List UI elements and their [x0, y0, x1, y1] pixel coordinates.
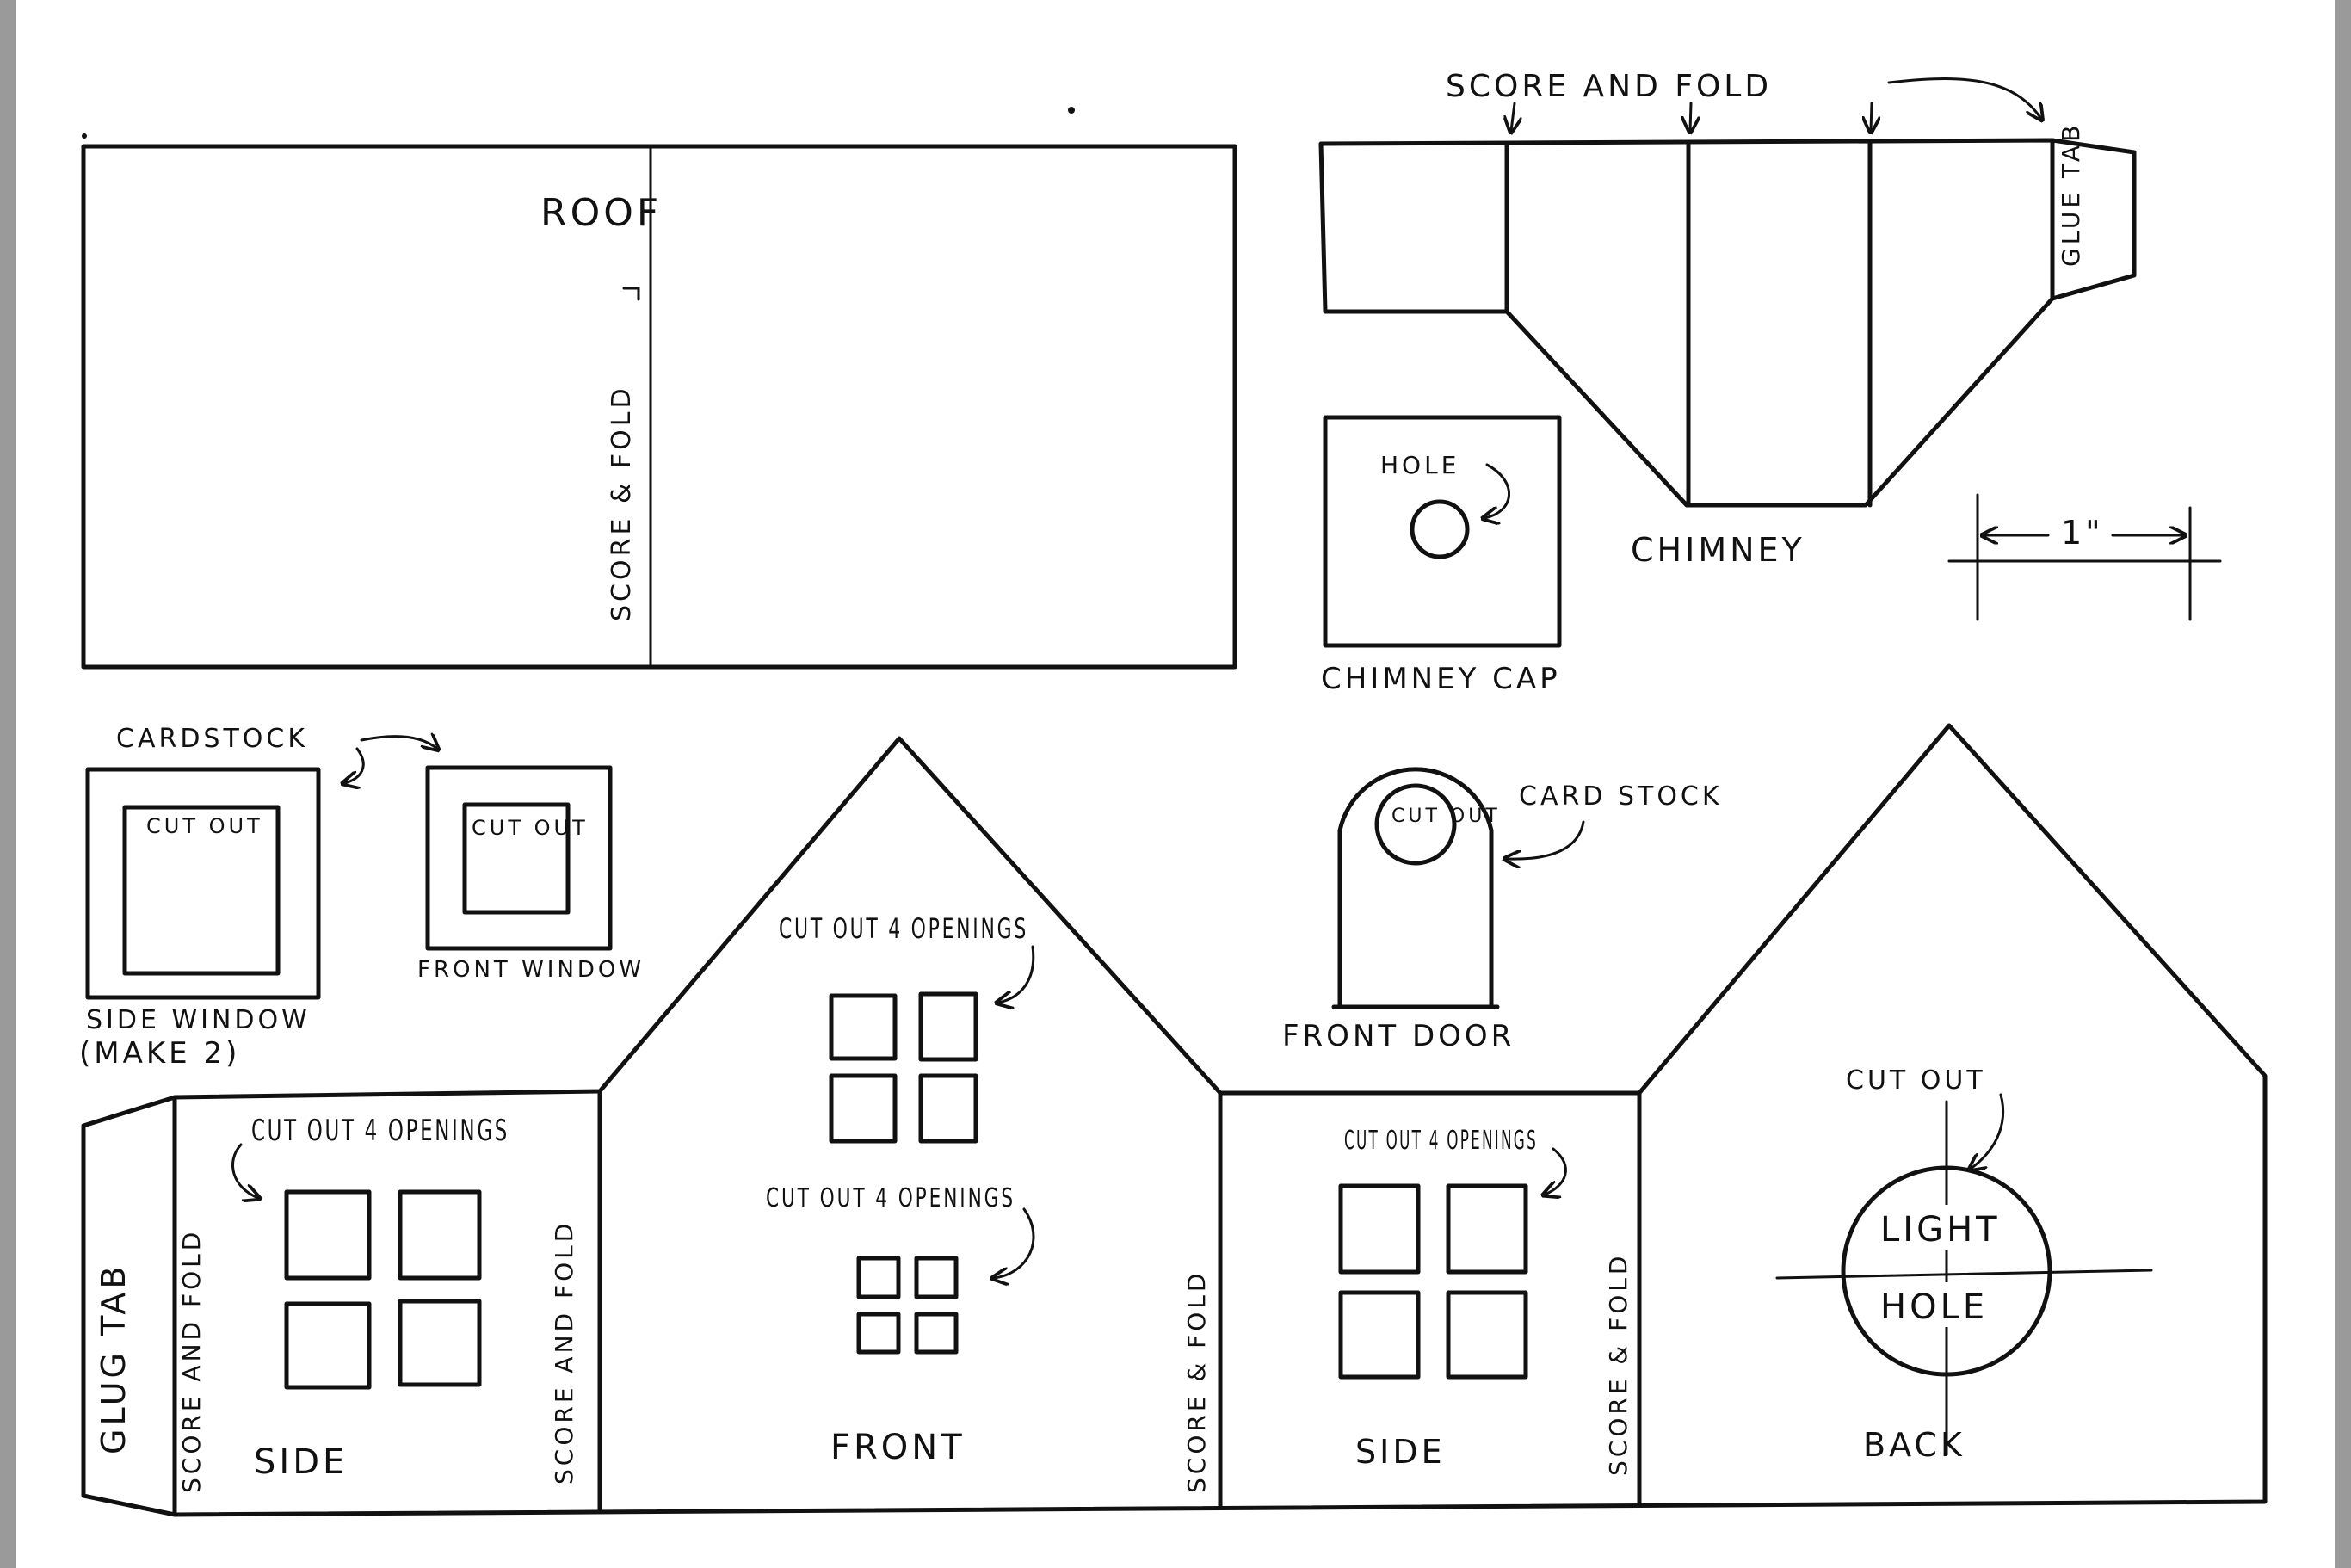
- front-wall: CUT OUT 4 OPENINGS CUT OUT 4 OPENINGS FR…: [766, 912, 1211, 1493]
- right-side-cut-out-label: CUT OUT 4 OPENINGS: [1344, 1126, 1538, 1156]
- front-window-label: FRONT WINDOW: [417, 957, 645, 983]
- speck: [82, 133, 87, 139]
- chimney-score-label: SCORE AND FOLD: [1446, 69, 1772, 104]
- back-cut-out-label: CUT OUT: [1846, 1065, 1986, 1096]
- cardstock-label: CARDSTOCK: [116, 724, 308, 754]
- front-cut-out-label-lower: CUT OUT 4 OPENINGS: [766, 1183, 1015, 1213]
- door-cut-out: CUT OUT: [1391, 806, 1501, 827]
- door-cardstock-label: CARD STOCK: [1519, 781, 1723, 812]
- speck: [1068, 107, 1075, 114]
- front-label: FRONT: [830, 1428, 966, 1467]
- chimney-label: CHIMNEY: [1631, 531, 1805, 569]
- chimney-cap-piece: HOLE CHIMNEY CAP: [1321, 415, 1562, 696]
- front-door-label: FRONT DOOR: [1282, 1019, 1515, 1053]
- hole-icon: [1410, 499, 1470, 559]
- front-door-piece: CUT OUT CARD STOCK FRONT DOOR: [1282, 767, 1723, 1053]
- light-label: LIGHT: [1880, 1210, 2001, 1250]
- hole-back-label: HOLE: [1880, 1287, 1988, 1327]
- right-side-wall: CUT OUT 4 OPENINGS SIDE SCORE & FOLD: [1338, 1126, 1632, 1476]
- side-glue-tab-label: GLUG TAB: [95, 1263, 133, 1454]
- right-score-fold-label: SCORE & FOLD: [1604, 1253, 1632, 1476]
- side-window-cut-out: CUT OUT: [146, 814, 263, 838]
- right-side-label: SIDE: [1355, 1433, 1446, 1471]
- make-2-label: (MAKE 2): [79, 1036, 240, 1071]
- left-side-cut-out-label: CUT OUT 4 OPENINGS: [251, 1114, 509, 1148]
- side-glue-tab: [81, 1095, 177, 1517]
- side-window-piece: CARDSTOCK CUT OUT SIDE WINDOW (MAKE 2): [79, 724, 437, 1071]
- side-window-label: SIDE WINDOW: [86, 1005, 311, 1035]
- house-body: GLUG TAB: [81, 723, 2268, 1517]
- left-side-wall: CUT OUT 4 OPENINGS SIDE SCORE AND FOLD S…: [177, 1114, 578, 1493]
- back-wall: CUT OUT LIGHT HOLE BACK: [1775, 1065, 2153, 1464]
- scale-label: 1": [2061, 514, 2104, 552]
- left-side-label: SIDE: [254, 1442, 348, 1482]
- front-window-cut-out: CUT OUT: [472, 816, 589, 840]
- left-score-fold-label: SCORE AND FOLD: [177, 1229, 206, 1493]
- chimney-cap-label: CHIMNEY CAP: [1321, 662, 1561, 696]
- hole-label: HOLE: [1380, 451, 1459, 479]
- chimney-piece: GLUE TAB SCORE AND FOLD CHIMNEY: [1318, 69, 2137, 569]
- left-score-fold-label-2: SCORE AND FOLD: [550, 1220, 578, 1485]
- back-label: BACK: [1863, 1426, 1965, 1464]
- fold-arrow-icon: [622, 287, 640, 301]
- front-cut-out-label-upper: CUT OUT 4 OPENINGS: [779, 912, 1028, 945]
- roof-fold-label: SCORE & FOLD: [607, 385, 637, 621]
- roof-label: ROOF: [540, 191, 662, 235]
- chimney-glue-tab: [2050, 138, 2137, 301]
- front-window-piece: CUT OUT FRONT WINDOW: [417, 765, 645, 983]
- front-score-fold-label: SCORE & FOLD: [1182, 1270, 1211, 1493]
- chimney-glue-tab-label: GLUE TAB: [2057, 122, 2085, 267]
- roof-piece: ROOF SCORE & FOLD: [81, 144, 1237, 670]
- scale-bar: 1": [1947, 493, 2222, 621]
